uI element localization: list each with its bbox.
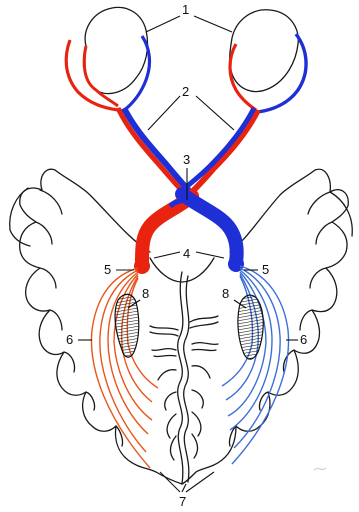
label-5-left: 5 — [104, 262, 111, 277]
label-8-right: 8 — [222, 286, 229, 301]
midline-fissure-inner — [184, 276, 189, 482]
left-calcarine-branches — [150, 326, 178, 460]
right-calcarine-branches-inner — [190, 322, 218, 351]
scan-artifact-mark — [314, 468, 326, 470]
right-optic-radiation — [222, 266, 289, 464]
left-calcarine-branches-inner — [150, 332, 178, 357]
left-eye-nasal-retina-blue — [122, 36, 149, 112]
label-1: 1 — [182, 2, 189, 17]
label-6-right: 6 — [300, 332, 307, 347]
label-7: 7 — [179, 494, 186, 509]
left-eyeball-outline — [85, 7, 148, 93]
right-eye-outer-field-blue — [258, 34, 306, 112]
label-8-left: 8 — [142, 286, 149, 301]
label-5-right: 5 — [262, 262, 269, 277]
right-calcarine-branches — [190, 316, 218, 458]
label-3: 3 — [183, 152, 190, 167]
right-optic-nerve-blue-fibers — [180, 108, 254, 192]
label-6-left: 6 — [66, 332, 73, 347]
left-eye-temporal-retina-red — [84, 46, 118, 106]
midline-fissure — [178, 272, 183, 484]
label-2: 2 — [182, 84, 189, 99]
label-4: 4 — [183, 246, 190, 261]
midbrain-outline — [150, 258, 214, 282]
right-eyeball-outline — [230, 10, 299, 92]
